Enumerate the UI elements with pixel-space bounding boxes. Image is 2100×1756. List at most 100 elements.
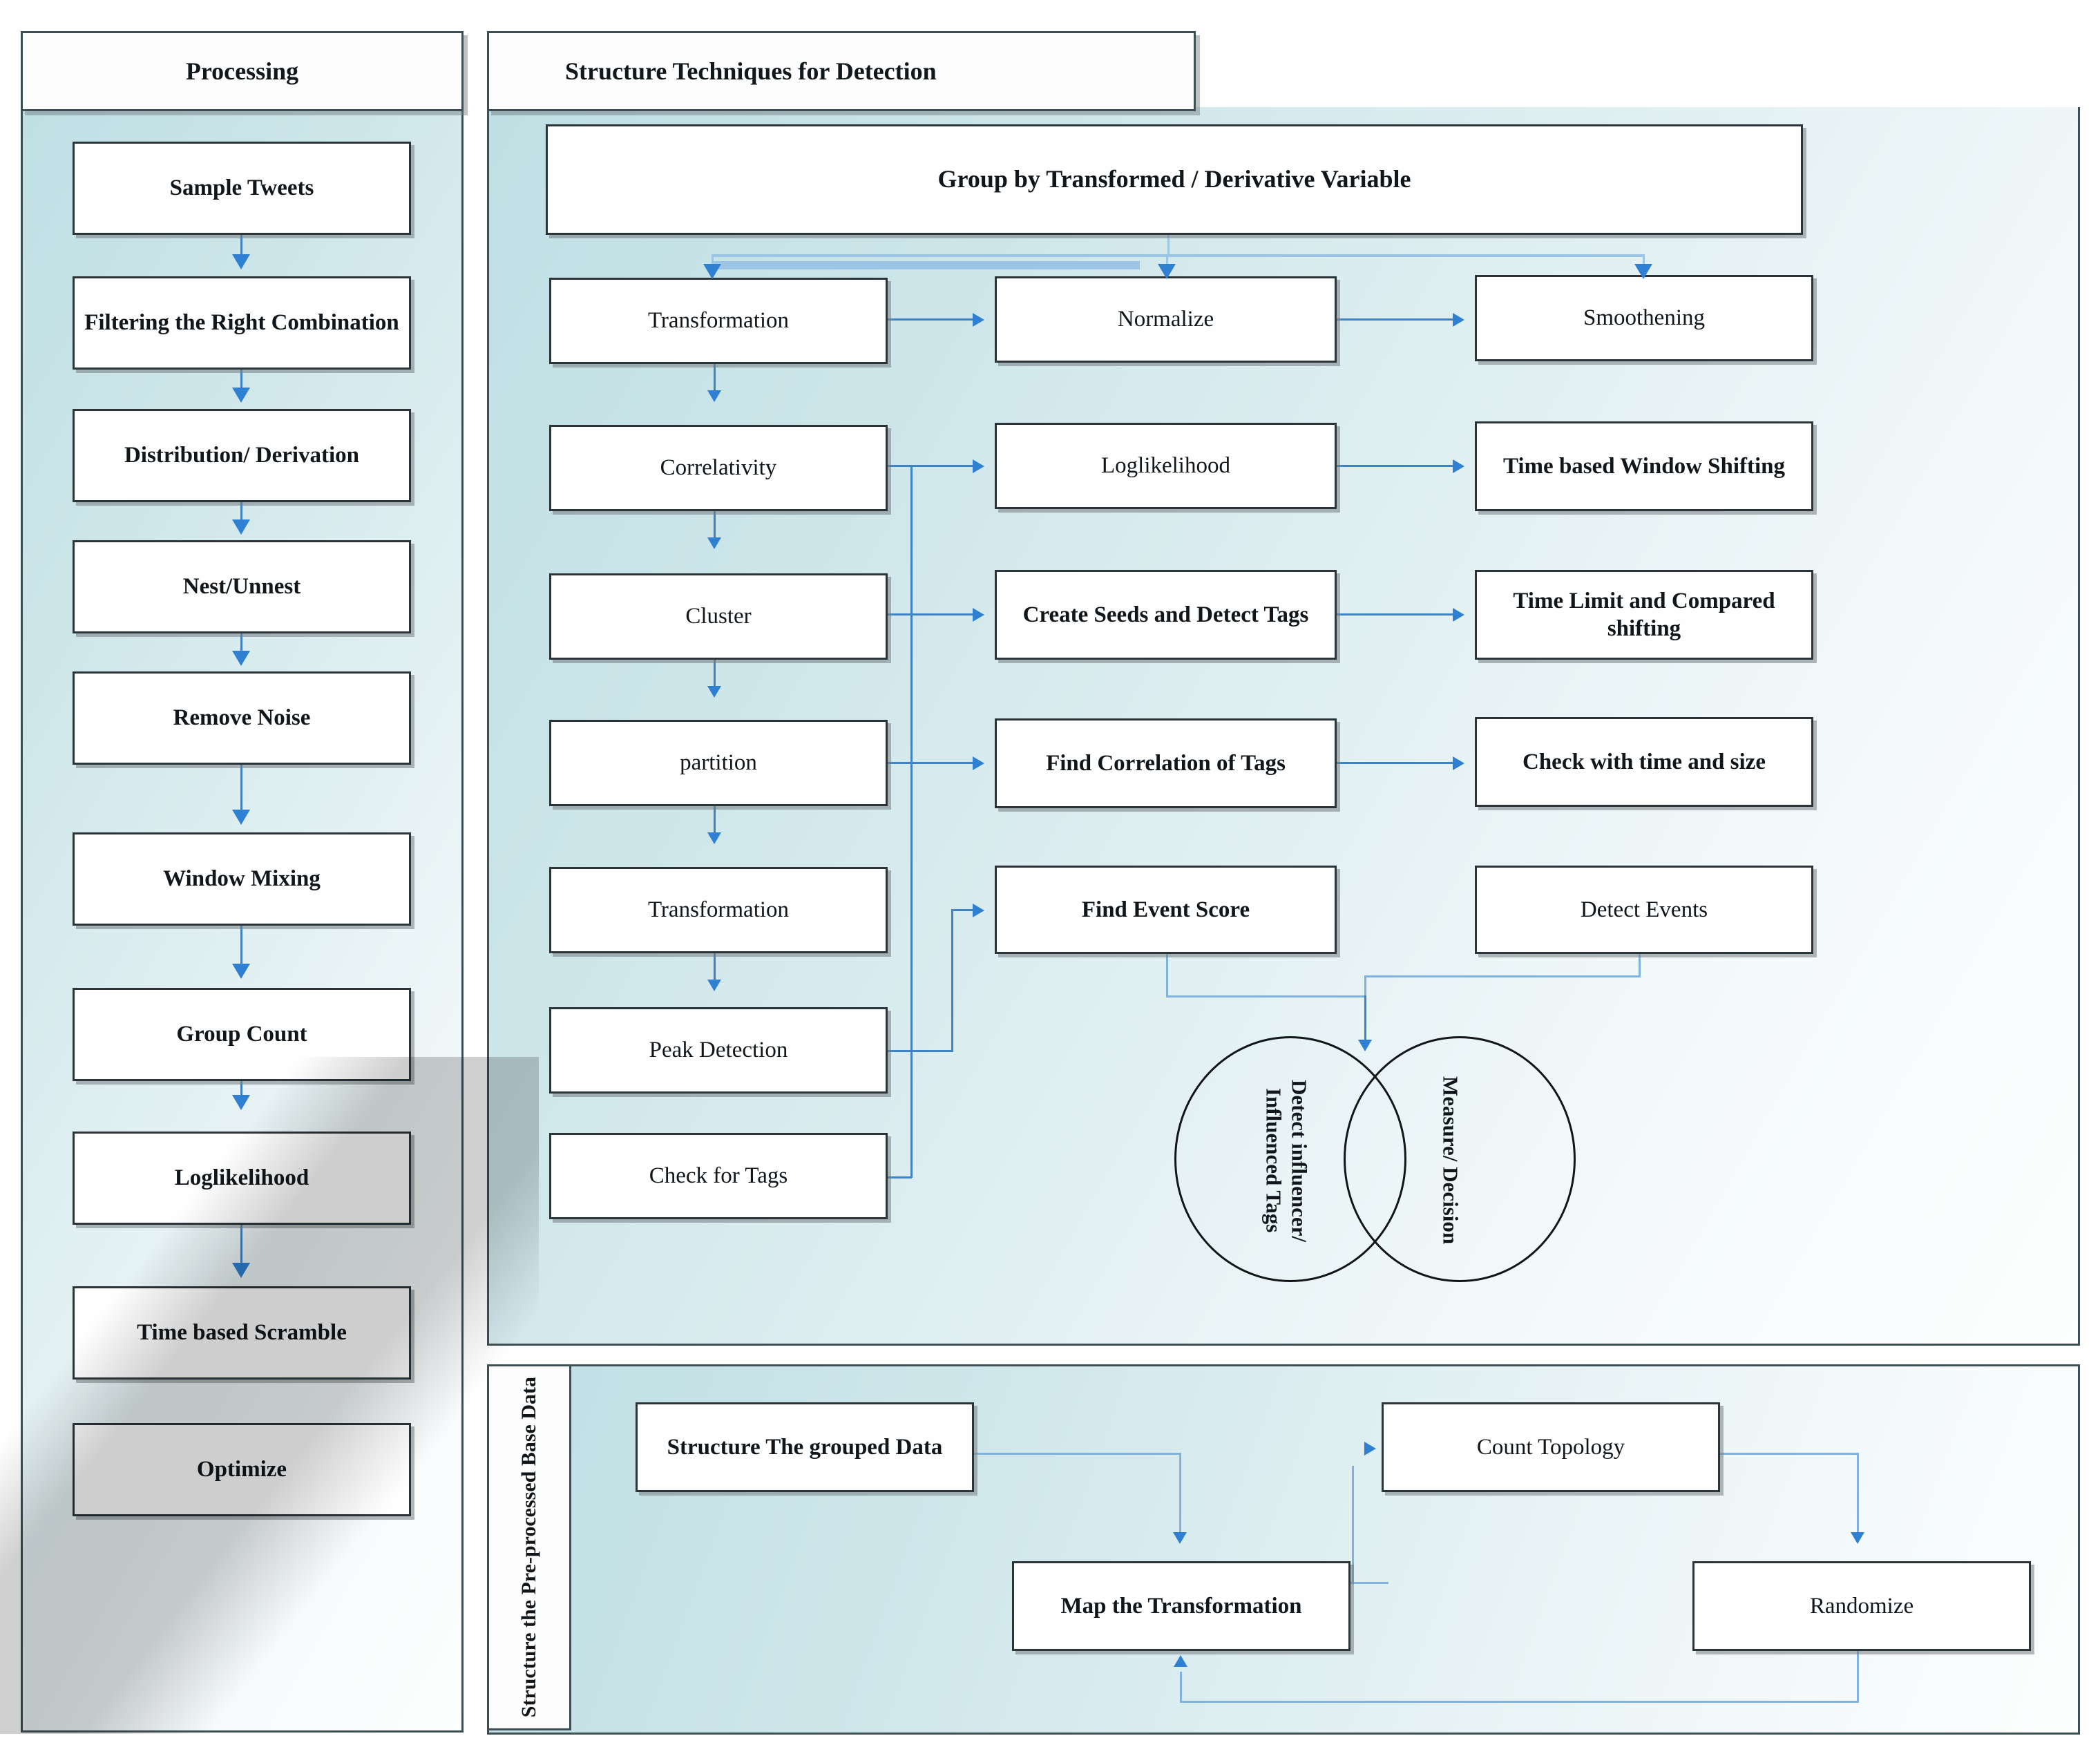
connector-create-seeds-in: [910, 613, 974, 615]
arrow-group-to-smoothening: [1634, 264, 1652, 279]
node-label: Find Event Score: [1081, 897, 1250, 922]
node-check-for-tags[interactable]: Check for Tags: [549, 1133, 888, 1219]
node-label: Peak Detection: [649, 1038, 788, 1063]
node-distribution-derivation[interactable]: Distribution/ Derivation: [73, 409, 411, 502]
connector-cluster-stub: [888, 613, 915, 615]
arrow-count-to-random: [1851, 1532, 1864, 1544]
node-partition[interactable]: partition: [549, 720, 888, 806]
arrow-to-loglikelihood: [973, 459, 984, 473]
connector-col1-1: [714, 364, 716, 397]
node-map-the-transformation[interactable]: Map the Transformation: [1012, 1561, 1350, 1651]
base-panel-title: Structure the Pre-processed Base Data: [517, 1377, 541, 1718]
connector-group-stem: [1167, 235, 1170, 256]
node-find-event-score[interactable]: Find Event Score: [995, 866, 1337, 954]
connector-drop-1: [712, 254, 714, 269]
node-label: Normalize: [1117, 307, 1214, 332]
arrow-proc-3: [232, 519, 250, 535]
node-sample-tweets[interactable]: Sample Tweets: [73, 142, 411, 235]
connector-venn-down: [1364, 995, 1366, 1045]
node-time-limit-compared-shifting[interactable]: Time Limit and Compared shifting: [1475, 570, 1813, 660]
node-optimize[interactable]: Optimize: [73, 1423, 411, 1516]
node-label: Count Topology: [1476, 1434, 1625, 1460]
node-label: Filtering the Right Combination: [84, 310, 399, 336]
venn-right-text: Measure/ Decision: [1438, 1076, 1463, 1245]
arrow-random-to-map: [1174, 1655, 1187, 1667]
connector-proc-5: [240, 765, 242, 814]
arrow-col1-3: [707, 686, 721, 698]
node-window-mixing[interactable]: Window Mixing: [73, 832, 411, 926]
connector-transformation-normalize: [888, 318, 974, 321]
connector-grouped-to-map-v: [1179, 1453, 1181, 1536]
node-label: Find Correlation of Tags: [1046, 750, 1286, 776]
node-label: Transformation: [647, 897, 790, 923]
node-time-based-window-shifting[interactable]: Time based Window Shifting: [1475, 421, 1813, 511]
node-correlativity[interactable]: Correlativity: [549, 425, 888, 511]
node-find-correlation-of-tags[interactable]: Find Correlation of Tags: [995, 718, 1337, 808]
connector-normalize-smoothening: [1337, 318, 1454, 321]
arrow-to-find-correlation: [973, 756, 984, 770]
node-label: Check with time and size: [1522, 749, 1766, 774]
arrow-to-create-seeds: [973, 608, 984, 622]
node-label: Time Limit and Compared shifting: [1513, 588, 1775, 641]
arrow-transformation-normalize: [973, 313, 984, 327]
node-normalize[interactable]: Normalize: [995, 276, 1337, 363]
node-label: partition: [680, 750, 757, 776]
connector-col1-4: [714, 806, 716, 839]
connector-random-to-map-riser: [1180, 1672, 1182, 1702]
node-label: Loglikelihood: [174, 1165, 309, 1191]
node-time-based-scramble[interactable]: Time based Scramble: [73, 1286, 411, 1380]
arrow-proc-2: [232, 388, 250, 403]
node-label: Smoothening: [1583, 305, 1705, 331]
arrow-group-to-normalize: [1158, 264, 1176, 279]
connector-col1-5: [714, 953, 716, 986]
connector-proc-3: [240, 502, 242, 524]
node-remove-noise[interactable]: Remove Noise: [73, 671, 411, 765]
node-loglikelihood-processing[interactable]: Loglikelihood: [73, 1132, 411, 1225]
connector-proc-7: [240, 1081, 242, 1098]
node-label: Optimize: [196, 1457, 287, 1482]
node-label: Randomize: [1809, 1593, 1914, 1619]
connector-loglikelihood-in: [910, 465, 974, 467]
arrow-proc-6: [232, 964, 250, 979]
arrow-proc-1: [232, 254, 250, 269]
connector-grouped-to-map: [974, 1453, 1181, 1455]
connector-venn-stem: [1364, 975, 1366, 998]
connector-find-correlation-in: [910, 762, 974, 764]
node-group-count[interactable]: Group Count: [73, 988, 411, 1081]
arrow-normalize-smoothening: [1453, 313, 1464, 327]
connector-count-to-random-v: [1857, 1453, 1859, 1536]
node-transformation-2[interactable]: Transformation: [549, 867, 888, 953]
node-label: Correlativity: [660, 455, 777, 481]
node-structure-the-grouped-data[interactable]: Structure The grouped Data: [636, 1402, 974, 1492]
node-nest-unnest[interactable]: Nest/Unnest: [73, 540, 411, 633]
arrow-proc-5: [232, 810, 250, 825]
connector-group-bus-left: [712, 261, 1140, 269]
connector-correlativity-stub: [888, 465, 915, 467]
arrow-correlation-checktime: [1453, 756, 1464, 770]
node-peak-detection[interactable]: Peak Detection: [549, 1007, 888, 1094]
connector-drop-3: [1643, 254, 1645, 269]
node-label: Remove Noise: [173, 705, 311, 731]
arrow-grouped-to-map: [1173, 1532, 1187, 1544]
node-detect-events[interactable]: Detect Events: [1475, 866, 1813, 954]
node-group-by-transformed-variable[interactable]: Group by Transformed / Derivative Variab…: [546, 124, 1803, 235]
connector-peakdetection-riser: [951, 909, 953, 1051]
node-label: Cluster: [685, 604, 752, 629]
arrow-into-venn: [1358, 1040, 1372, 1051]
node-smoothening[interactable]: Smoothening: [1475, 275, 1813, 361]
node-create-seeds-detect-tags[interactable]: Create Seeds and Detect Tags: [995, 570, 1337, 660]
node-count-topology[interactable]: Count Topology: [1382, 1402, 1720, 1492]
processing-panel-header: Processing: [21, 31, 464, 111]
connector-proc-6: [240, 926, 242, 968]
node-check-with-time-and-size[interactable]: Check with time and size: [1475, 717, 1813, 807]
connector-eventscore-drop: [1166, 954, 1168, 997]
node-cluster[interactable]: Cluster: [549, 573, 888, 660]
node-filtering-right-combination[interactable]: Filtering the Right Combination: [73, 276, 411, 370]
node-loglikelihood-structure[interactable]: Loglikelihood: [995, 423, 1337, 509]
node-transformation-1[interactable]: Transformation: [549, 278, 888, 364]
arrow-col1-4: [707, 832, 721, 844]
node-randomize[interactable]: Randomize: [1692, 1561, 2031, 1651]
structure-panel-title: Structure Techniques for Detection: [565, 57, 937, 85]
connector-correlation-checktime: [1337, 762, 1454, 764]
